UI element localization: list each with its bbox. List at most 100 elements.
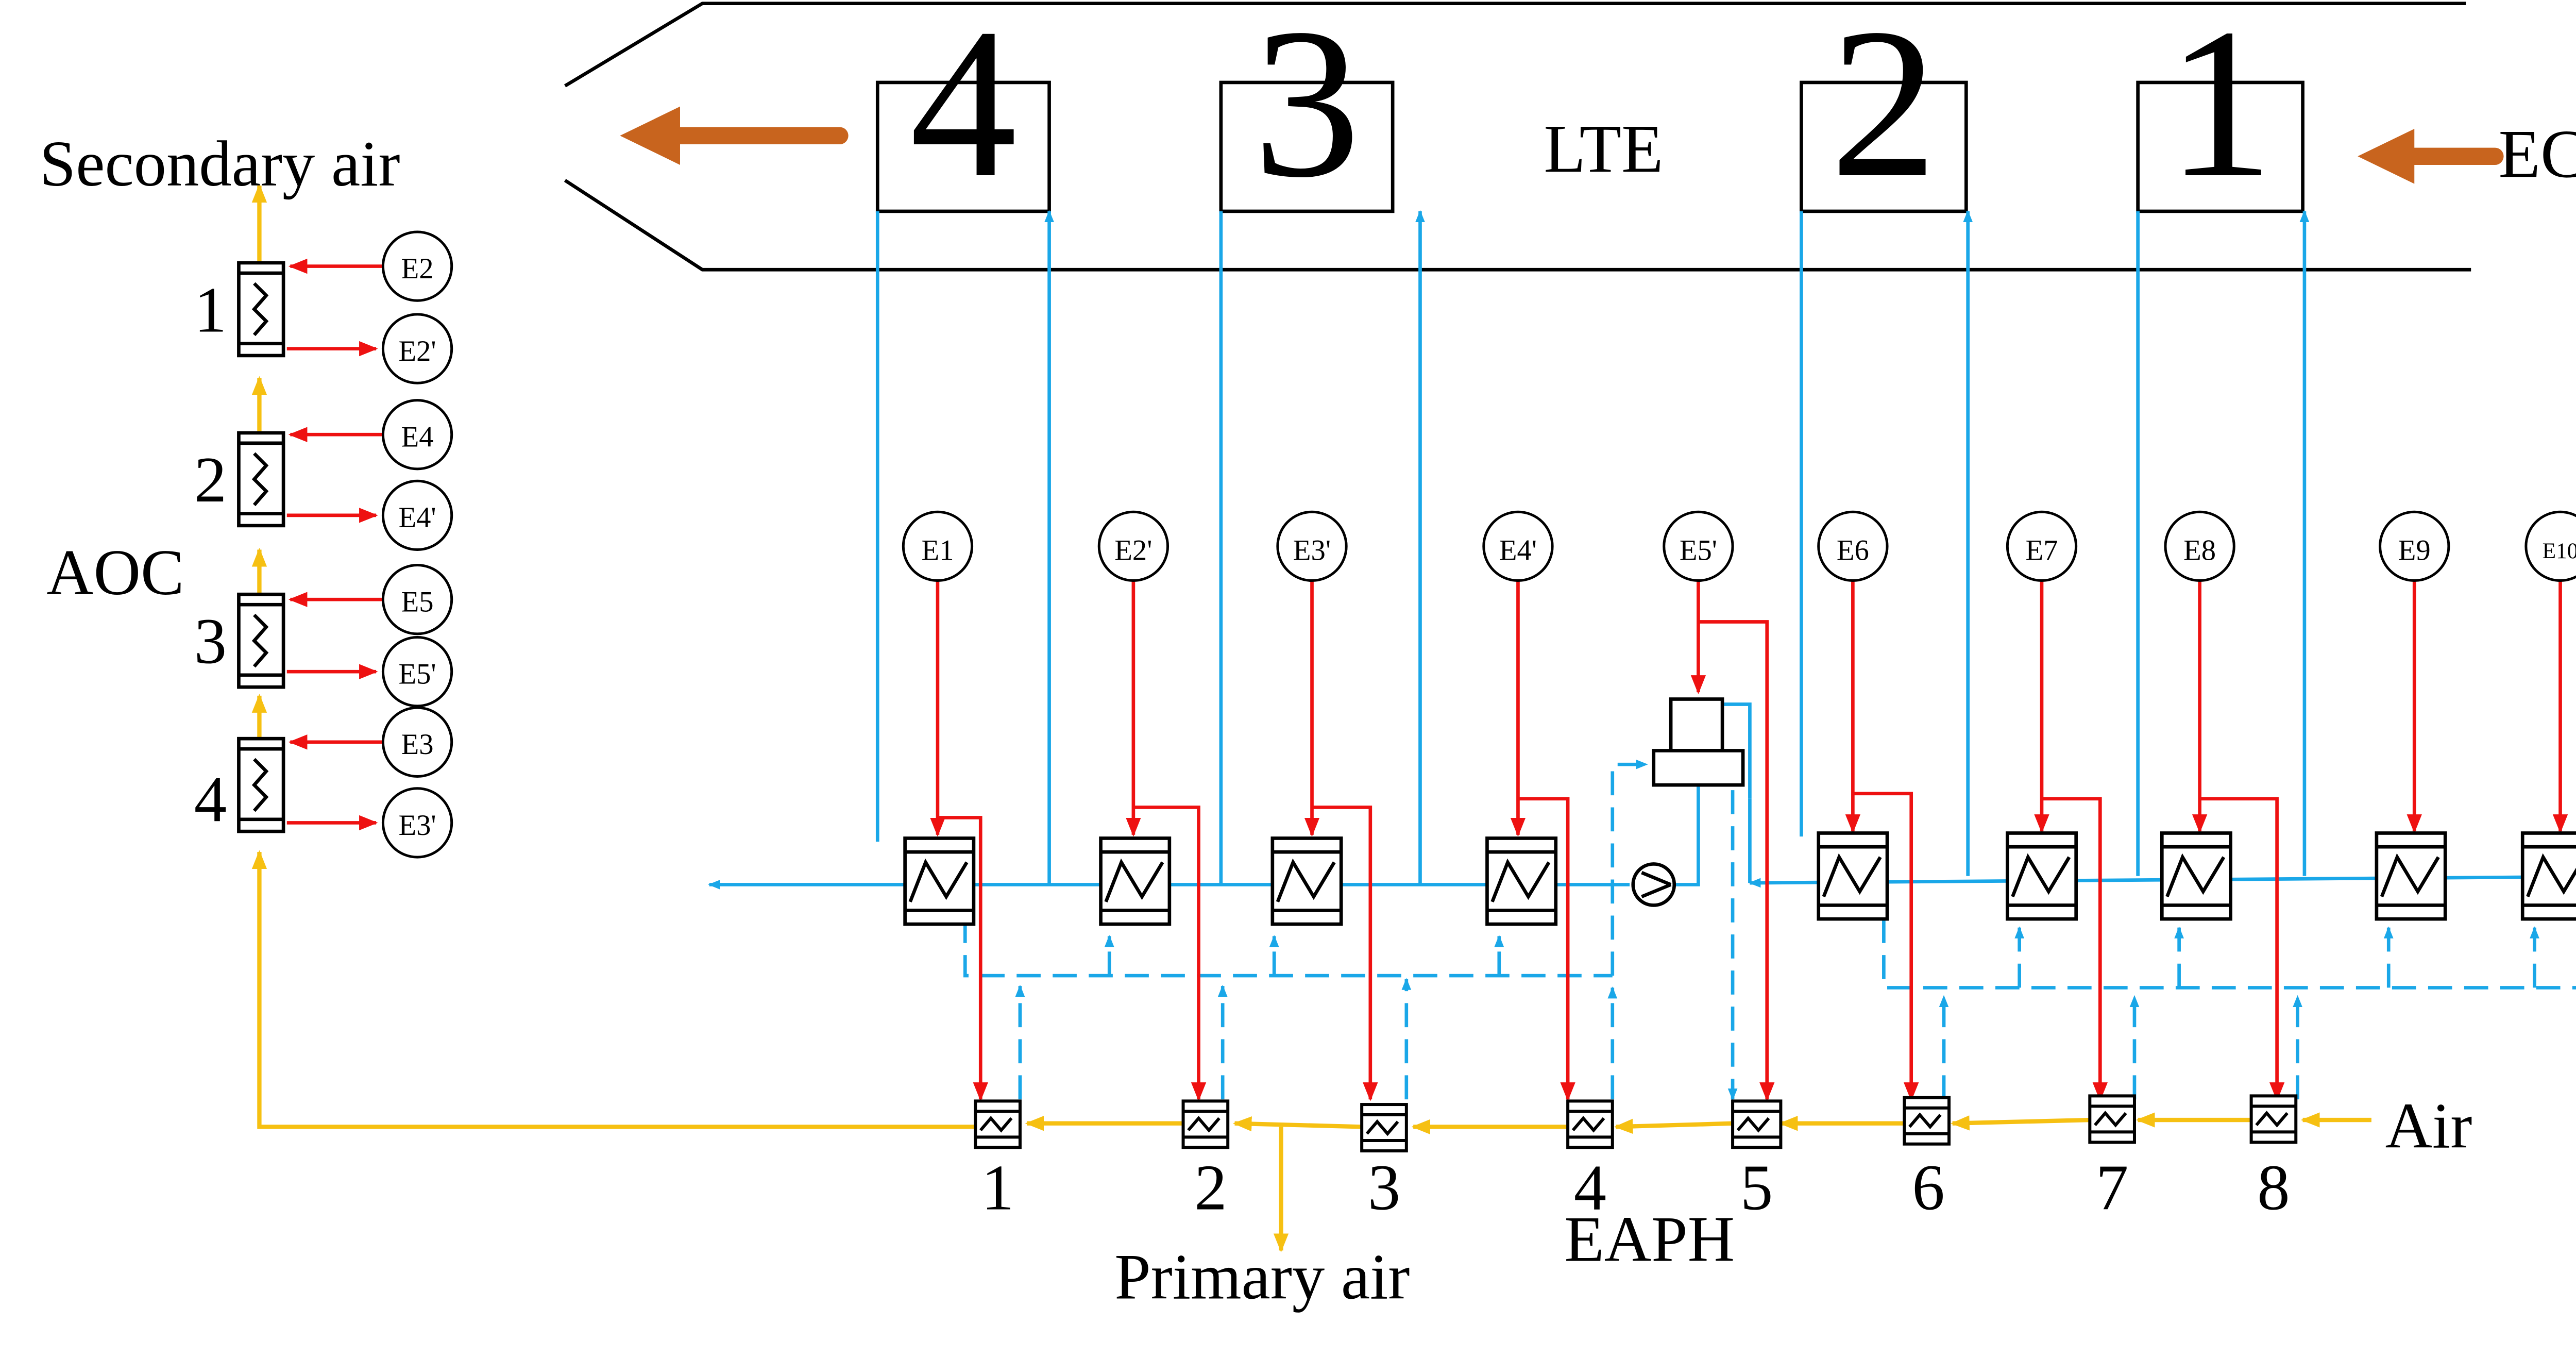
- aoc-label: AOC: [46, 537, 184, 609]
- eaph-num-3: 3: [1368, 1151, 1400, 1224]
- heater-1: [903, 836, 976, 926]
- svg-text:E7: E7: [2026, 535, 2058, 567]
- aoc-heater-2: [237, 431, 285, 528]
- eaph-num-4: 4: [1574, 1151, 1606, 1224]
- aoc-numbers: 1 2 3 4: [194, 274, 227, 835]
- water-piping: [708, 210, 2576, 890]
- extraction-e10: E10: [2524, 510, 2576, 582]
- extraction-e9: E9: [2379, 510, 2450, 582]
- svg-text:E5': E5': [1680, 535, 1717, 567]
- duct-section-3: 3: [1219, 0, 1395, 222]
- extraction-e7: E7: [2006, 510, 2078, 582]
- extraction-e2p: E2': [1097, 510, 1170, 582]
- svg-text:E9: E9: [2398, 535, 2431, 567]
- svg-text:E6: E6: [1837, 535, 1869, 567]
- flue-duct: [564, 2, 2471, 272]
- eaph-label: EAPH: [1564, 1203, 1735, 1275]
- heater-9: [2375, 831, 2447, 921]
- eaph-numbers: 1 2 3 4 5 6 7 8: [981, 1151, 2290, 1224]
- duct-section-label: 1: [2166, 0, 2274, 222]
- air-piping: [251, 183, 2371, 1253]
- eaph-unit-6: [1903, 1096, 1951, 1146]
- water-heaters: [903, 831, 2576, 926]
- steam-piping: [286, 258, 2568, 1101]
- svg-text:E1: E1: [921, 535, 954, 567]
- svg-text:E3': E3': [398, 810, 436, 842]
- heater-7: [2006, 831, 2078, 921]
- duct-section-4: 4: [875, 0, 1051, 222]
- heater-3: [1270, 836, 1343, 926]
- eaph-unit-2: [1181, 1099, 1230, 1149]
- svg-text:E3': E3': [1293, 535, 1331, 567]
- duct-section-label: 2: [1830, 0, 1937, 222]
- eaph-num-7: 7: [2096, 1151, 2128, 1224]
- flue-gas-out-arrowhead: [620, 106, 680, 165]
- aoc-in-e3: E3: [381, 706, 453, 778]
- eaph-num-8: 8: [2257, 1151, 2290, 1224]
- heater-2: [1099, 836, 1172, 926]
- svg-text:E4': E4': [1499, 535, 1537, 567]
- aoc-heaters: [237, 261, 285, 833]
- aoc-circles: E2 E2' E4 E4' E5 E5' E3 E3': [381, 230, 453, 859]
- svg-text:E8: E8: [2183, 535, 2216, 567]
- eaph-unit-4: [1566, 1099, 1614, 1149]
- duct-section-label: 4: [910, 0, 1017, 222]
- extraction-e6: E6: [1817, 510, 1889, 582]
- duct-section-1: 1: [2136, 0, 2304, 222]
- svg-text:E2': E2': [1114, 535, 1152, 567]
- svg-text:E4: E4: [401, 422, 434, 454]
- heater-6: [1817, 831, 1889, 921]
- aoc-heater-4: [237, 736, 285, 833]
- flue-gas-arrows: [620, 106, 2504, 184]
- heater-8: [2160, 831, 2232, 921]
- eaph-unit-5: [1731, 1099, 1783, 1149]
- aoc-out-e5p: E5': [381, 636, 453, 708]
- secondary-air-label: Secondary air: [40, 128, 400, 200]
- extraction-e5p: E5': [1663, 510, 1734, 582]
- heater-4: [1485, 836, 1558, 926]
- aoc-heater-1: [237, 261, 285, 358]
- aoc-in-e2: E2: [381, 230, 453, 302]
- flue-gas-in-arrowhead: [2358, 128, 2415, 184]
- drain-piping: [963, 759, 2576, 1101]
- aoc-num-3: 3: [194, 606, 227, 678]
- eaph-unit-3: [1360, 1103, 1408, 1153]
- eaph-unit-8: [2249, 1094, 2298, 1144]
- aoc-in-e5: E5: [381, 564, 453, 635]
- extraction-points: E1 E2' E3' E4' E5' E6 E7 E8 E9 E10: [902, 510, 2576, 582]
- lte-label: LTE: [1544, 110, 1663, 187]
- extraction-e8: E8: [2164, 510, 2235, 582]
- eaph-num-1: 1: [981, 1151, 1014, 1224]
- eaph-num-6: 6: [1912, 1151, 1944, 1224]
- extraction-e3p: E3': [1276, 510, 1348, 582]
- svg-text:E5: E5: [401, 587, 434, 618]
- svg-text:E5': E5': [398, 658, 436, 690]
- aoc-out-e3p: E3': [381, 787, 453, 859]
- extraction-e1: E1: [902, 510, 974, 582]
- eaph-num-2: 2: [1194, 1151, 1227, 1224]
- eaph-unit-1: [974, 1099, 1022, 1149]
- aoc-num-2: 2: [194, 444, 227, 516]
- svg-text:E4': E4': [398, 502, 436, 534]
- air-label: Air: [2385, 1090, 2472, 1162]
- svg-text:E2': E2': [398, 336, 436, 367]
- svg-text:E10: E10: [2543, 539, 2576, 563]
- duct-section-2: 2: [1800, 0, 1968, 222]
- eaph-unit-7: [2088, 1094, 2136, 1144]
- aoc-heater-3: [237, 592, 285, 689]
- aoc-num-4: 4: [194, 763, 227, 835]
- aoc-out-e4p: E4': [381, 479, 453, 551]
- extraction-e4p: E4': [1482, 510, 1554, 582]
- duct-section-label: 3: [1253, 0, 1360, 222]
- aoc-in-e4: E4: [381, 399, 453, 471]
- svg-text:E2: E2: [401, 253, 434, 285]
- primary-air-label: Primary air: [1114, 1241, 1410, 1313]
- eaph-heaters: [974, 1094, 2298, 1153]
- svg-text:E3: E3: [401, 729, 434, 761]
- eco-label: ECO: [2499, 115, 2576, 192]
- deaerator-icon: [1652, 697, 1745, 787]
- aoc-num-1: 1: [194, 274, 227, 346]
- aoc-out-e2p: E2': [381, 313, 453, 384]
- pump-icon: [1631, 862, 1676, 907]
